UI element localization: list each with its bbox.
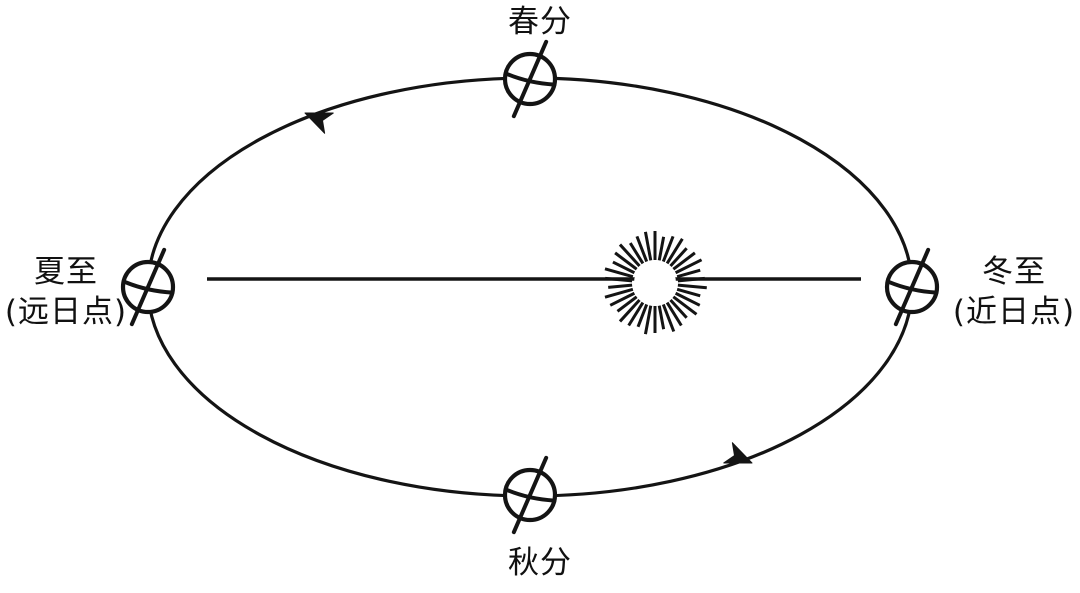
earth-equator-line	[885, 279, 939, 295]
label-winter-solstice: 冬至 (近日点)	[948, 252, 1080, 332]
sun-ray	[616, 295, 638, 313]
sun-ray	[605, 276, 633, 283]
upper-left-direction-arrow	[304, 112, 334, 134]
earth-equator-line	[121, 279, 175, 295]
sun-ray	[628, 242, 645, 265]
sun-ray	[635, 235, 649, 263]
label-vernal-equinox: 春分	[0, 2, 1080, 42]
sun-ray	[661, 303, 676, 333]
sun-ray	[636, 303, 649, 328]
sun-ray	[676, 287, 701, 298]
earth-rotation-axis	[129, 247, 167, 327]
sun-ray	[643, 231, 653, 261]
label-perihelion-text: (近日点)	[952, 294, 1076, 330]
sun-core	[634, 260, 676, 306]
orbit-ellipse	[146, 76, 914, 498]
earth-equator-line	[503, 71, 557, 87]
earth-equator-line	[503, 487, 557, 503]
earth-rotation-axis	[511, 39, 549, 119]
sun-ray	[669, 298, 688, 319]
earth-rotation-axis	[893, 247, 931, 327]
label-aphelion-text: (远日点)	[4, 294, 128, 330]
sun-ray	[676, 268, 701, 279]
sun-ray	[612, 260, 636, 275]
sun-ray	[643, 305, 653, 335]
sun-ray	[609, 291, 636, 307]
earth-rotation-axis	[511, 455, 549, 535]
sun-ray	[657, 305, 666, 330]
label-summer-solstice-text: 夏至	[34, 254, 98, 290]
sun-ray	[677, 276, 705, 283]
sun-ray	[677, 283, 707, 290]
lower-right-direction-arrow	[723, 442, 753, 464]
sun-symbol	[604, 231, 707, 335]
label-autumnal-equinox-text: 秋分	[508, 545, 572, 581]
sun-ray	[618, 243, 641, 268]
sun-ray	[672, 251, 696, 271]
earth-symbol-vernal-equinox	[502, 39, 558, 119]
sun-ray	[661, 235, 675, 263]
sun-ray	[657, 236, 666, 261]
label-summer-solstice: 夏至 (远日点)	[0, 252, 132, 332]
sun-ray	[604, 287, 634, 299]
sun-ray	[674, 291, 701, 307]
sun-ray	[618, 298, 641, 323]
earth-symbols-group	[120, 39, 940, 535]
earth-symbol-autumnal-equinox	[502, 455, 558, 535]
direction-arrows-group	[304, 112, 753, 464]
label-vernal-equinox-text: 春分	[508, 4, 572, 40]
sun-ray	[665, 301, 683, 327]
sun-ray	[604, 267, 634, 279]
earth-symbol-winter-solstice	[884, 247, 940, 327]
sun-ray	[672, 295, 698, 316]
label-winter-solstice-text: 冬至	[982, 254, 1046, 290]
earth-symbol-summer-solstice	[120, 247, 176, 327]
sun-ray	[627, 301, 645, 327]
sun-ray	[674, 258, 703, 275]
sun-ray	[669, 247, 688, 268]
sun-ray	[608, 283, 633, 289]
sun-ray	[665, 238, 684, 265]
label-autumnal-equinox: 秋分	[0, 543, 1080, 583]
sun-ray	[614, 251, 638, 271]
